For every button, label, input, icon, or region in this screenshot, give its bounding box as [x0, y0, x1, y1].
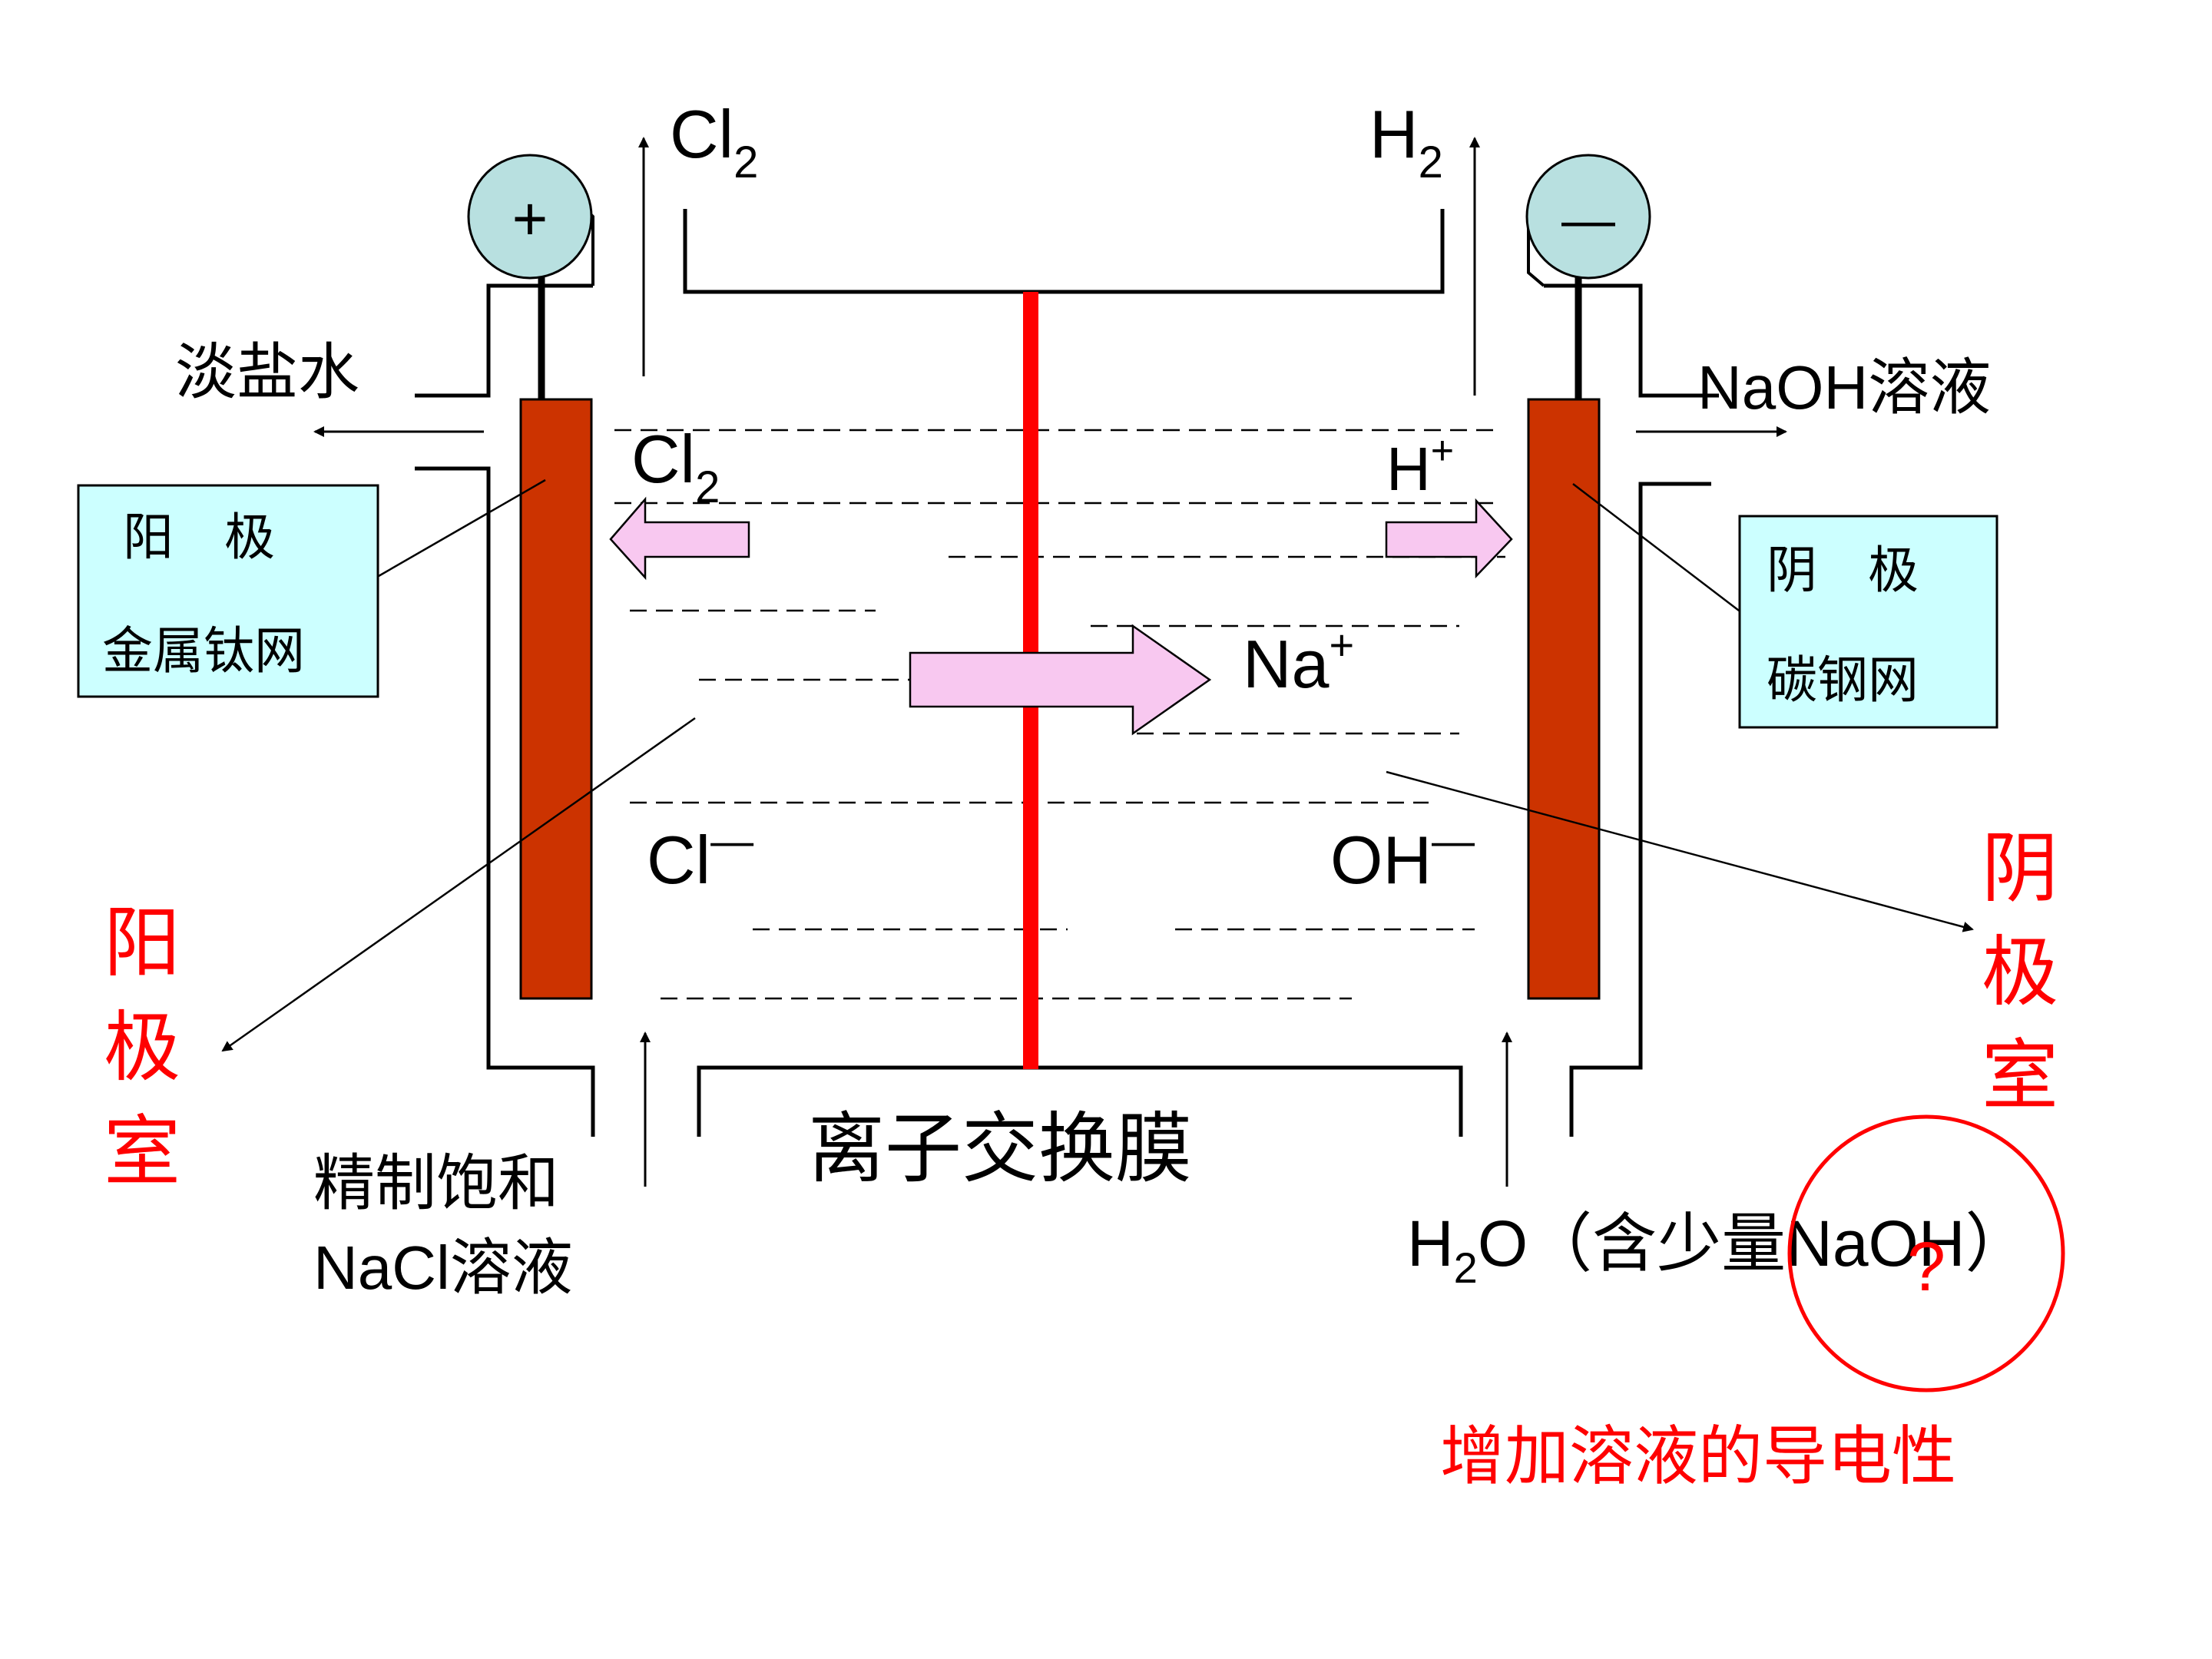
flow-arrows [313, 137, 1787, 1187]
svg-text:室: 室 [1982, 1031, 2058, 1121]
cathode [1527, 261, 1601, 1000]
anode-room-label: 阳 极 室 [104, 898, 180, 1197]
anode-sign: + [512, 184, 548, 253]
electrolyte-levels [614, 429, 1505, 1000]
anode-compartment-wall [415, 283, 593, 398]
membrane-label: 离子交换膜 [808, 1104, 1192, 1194]
svg-text:极: 极 [104, 1002, 180, 1092]
cathode-box-material: 碳钢网 [1767, 651, 1919, 710]
cathode-room-label: 阴 极 室 [1982, 823, 2058, 1121]
dilute-brine-label: 淡盐水 [175, 336, 359, 408]
migration-arrows [609, 496, 1513, 736]
anode-compartment-wall-lower [415, 466, 595, 1137]
anode-terminal: + [467, 154, 594, 286]
oh-minus-label: OH— [1330, 816, 1475, 898]
h-plus-label: H+ [1386, 429, 1454, 503]
naoh-highlight-circle [1787, 1114, 2065, 1392]
cl2-gas-top-label: Cl2 [670, 96, 758, 187]
na-plus-migration-arrow [909, 624, 1212, 736]
cathode-box-title: 阴 极 [1767, 541, 1919, 600]
cathode-terminal: — [1525, 154, 1651, 287]
anode-box-title: 阳 极 [123, 508, 275, 567]
conductivity-note: 增加溶液的导电性 [1440, 1419, 1956, 1494]
h-plus-direction-arrow [1385, 498, 1513, 579]
cl2-inner-label: Cl2 [631, 421, 720, 512]
brine-inlet-label-line1: 精制饱和 [313, 1147, 559, 1219]
cathode-compartment-wall [1544, 283, 1719, 398]
svg-text:室: 室 [104, 1107, 180, 1197]
svg-text:阴: 阴 [1982, 823, 2058, 913]
svg-text:极: 极 [1982, 927, 2058, 1017]
anode-room-pointer [221, 717, 696, 1052]
question-mark: ? [1907, 1229, 1945, 1306]
cathode-label-box: 阴 极 碳钢网 [1738, 515, 1998, 729]
cell-body [415, 209, 1719, 1137]
brine-inlet-label-line2: NaCl溶液 [313, 1233, 573, 1302]
cl-minus-label: Cl— [647, 816, 753, 898]
cathode-room-pointer [1386, 770, 1974, 932]
leader-lines [221, 478, 1974, 1052]
anode [519, 261, 593, 1000]
h2-gas-top-label: H2 [1369, 96, 1443, 187]
cathode-sign: — [1561, 190, 1615, 250]
cathode-plate [1527, 398, 1601, 1000]
anode-box-material: 金属钛网 [102, 621, 305, 680]
water-inlet-label: H2O（含少量NaOH） [1407, 1207, 2030, 1292]
top-lid [683, 209, 1445, 294]
cl2-direction-arrow [609, 496, 750, 581]
anode-label-box: 阳 极 金属钛网 [77, 484, 379, 698]
bottom-basin [697, 1065, 1463, 1137]
naoh-solution-label: NaOH溶液 [1697, 353, 1991, 422]
anode-plate [519, 398, 593, 1000]
svg-text:阳: 阳 [104, 898, 180, 988]
na-plus-label: Na+ [1243, 621, 1354, 702]
cathode-compartment-wall-lower [1569, 482, 1711, 1137]
